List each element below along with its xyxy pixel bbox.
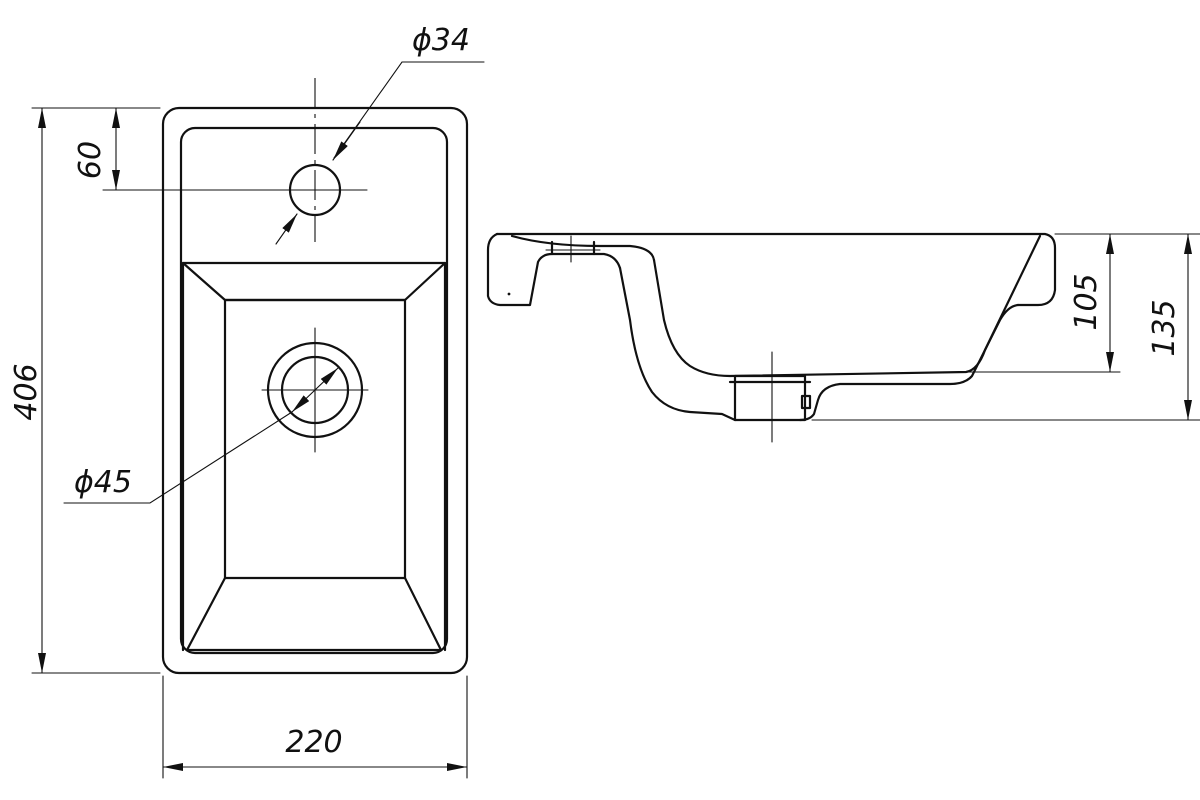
label-135: 135 bbox=[1147, 299, 1182, 356]
dia-45-arrow-a bbox=[291, 389, 316, 413]
bowl-corner-br bbox=[403, 576, 443, 652]
drain-stub bbox=[733, 374, 807, 422]
dimension-lines bbox=[31, 61, 1200, 779]
label-dia-45: ϕ45 bbox=[74, 465, 132, 500]
side-view bbox=[486, 232, 1057, 443]
dia-34-arrow-bottom bbox=[275, 213, 298, 245]
label-dia-34: ϕ34 bbox=[412, 23, 470, 58]
dimension-labels: 406 60 ϕ34 ϕ45 220 105 135 bbox=[9, 23, 1182, 760]
label-220: 220 bbox=[285, 725, 342, 760]
bowl-top-edge bbox=[181, 261, 447, 302]
bowl-corner-bl bbox=[185, 576, 227, 652]
deck-ledge bbox=[495, 232, 1057, 307]
leader-45 bbox=[63, 411, 293, 504]
leader-34 bbox=[333, 61, 485, 159]
label-406: 406 bbox=[9, 363, 44, 420]
deck-front bbox=[486, 232, 622, 307]
drain-stub-notch bbox=[800, 394, 812, 410]
bowl-right-underside bbox=[798, 303, 1020, 422]
deck-top-inner bbox=[510, 234, 656, 262]
dia-34-arrow-top bbox=[332, 121, 361, 161]
top-view bbox=[161, 78, 469, 675]
label-105: 105 bbox=[1069, 273, 1104, 330]
bowl-outer-wall bbox=[618, 266, 737, 422]
bowl-floor bbox=[223, 298, 407, 580]
basin-inner-rim bbox=[179, 126, 449, 655]
label-60: 60 bbox=[73, 141, 108, 179]
side-small-dot bbox=[507, 292, 511, 296]
dia-45-arrow-b bbox=[314, 367, 339, 391]
